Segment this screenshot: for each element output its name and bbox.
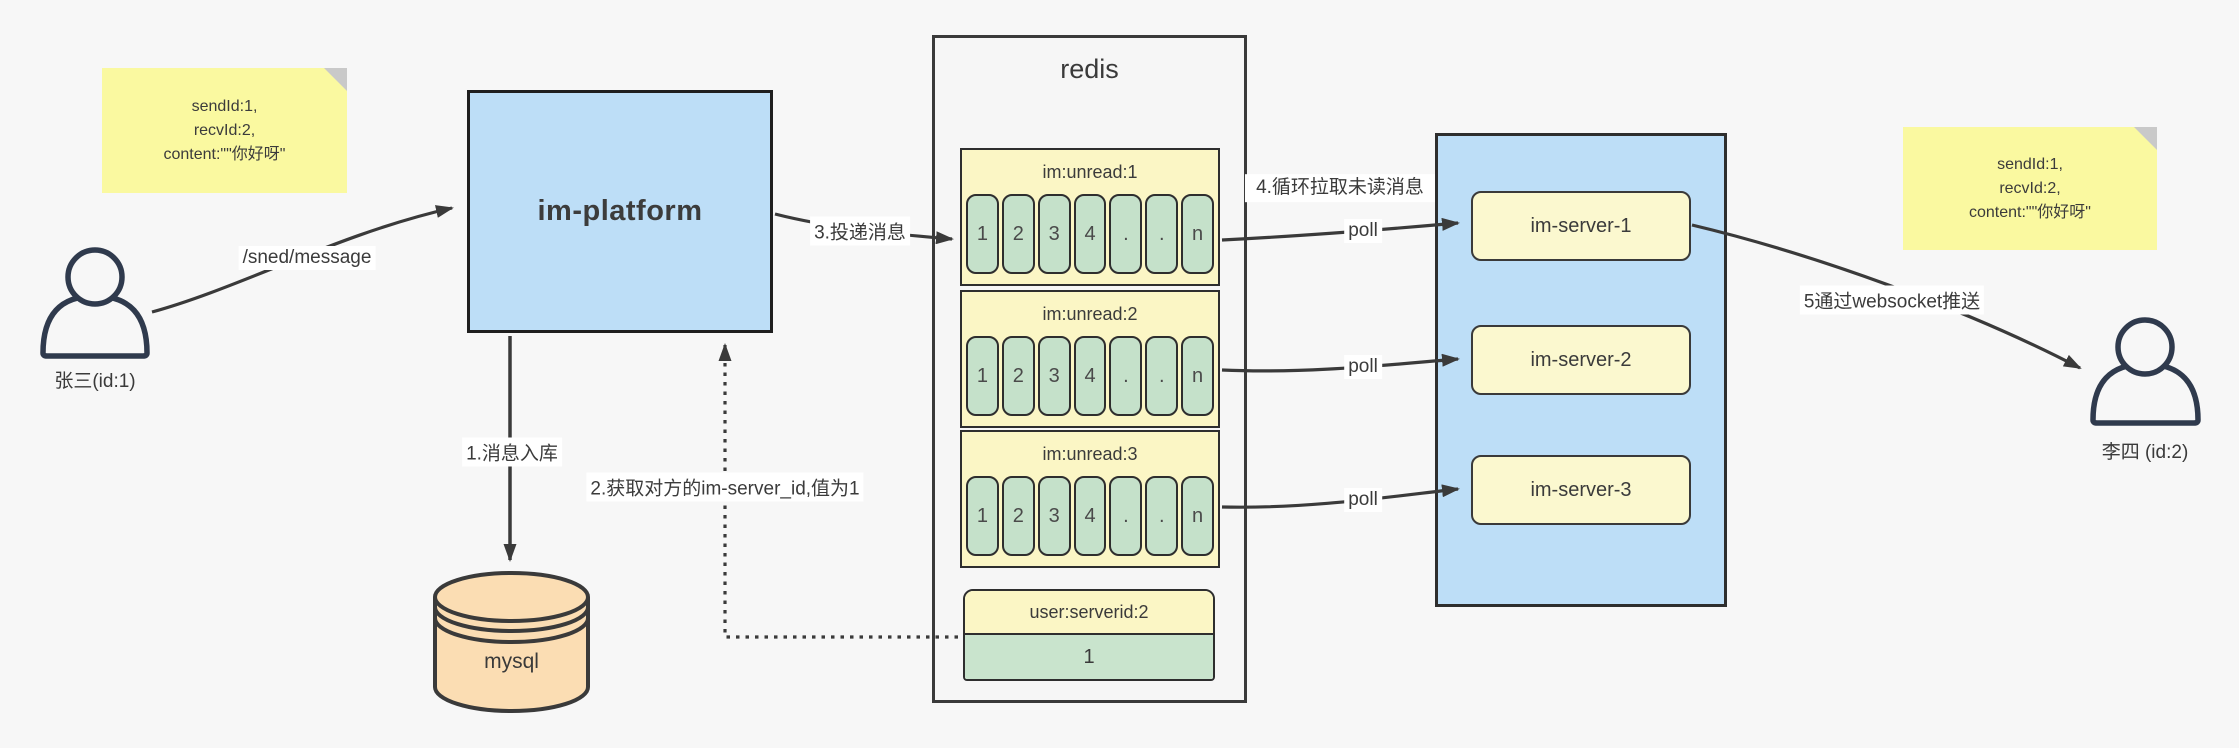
redis-container: redis im:unread:1 1 2 3 4 . . n im:unrea…	[932, 35, 1247, 703]
note-line: recvId:2,	[1999, 179, 2061, 197]
queue-cell: .	[1145, 194, 1179, 274]
queue-cell: .	[1109, 194, 1143, 274]
queue-cell: .	[1145, 336, 1179, 416]
queue-cell: 1	[966, 476, 999, 556]
receiver-message-note: sendId:1, recvId:2, content:""你好呀"	[1903, 127, 2157, 250]
queue-cell: 3	[1037, 476, 1071, 556]
arrow-poll-1	[1221, 217, 1460, 242]
receiver-user-icon	[2090, 317, 2201, 426]
queue-cell: n	[1181, 194, 1215, 274]
queue-cells: 1 2 3 4 . . n	[962, 476, 1218, 556]
queue-cell: 1	[966, 194, 999, 274]
poll-label-3: poll	[1344, 488, 1382, 512]
im-platform-box: im-platform	[467, 90, 773, 333]
im-server-3-box: im-server-3	[1471, 455, 1691, 525]
step2-label: 2.获取对方的im-server_id,值为1	[586, 472, 864, 502]
arrow-poll-3	[1221, 484, 1460, 509]
sender-message-note: sendId:1, recvId:2, content:""你好呀"	[102, 68, 347, 193]
queue-cell: 2	[1001, 336, 1035, 416]
poll-label-1: poll	[1344, 219, 1382, 243]
sender-user-icon	[40, 247, 150, 359]
user-serverid-box: user:serverid:2 1	[963, 589, 1215, 681]
im-platform-title: im-platform	[537, 195, 703, 227]
sender-label: 张三(id:1)	[54, 371, 136, 392]
queue-cell: 3	[1037, 336, 1071, 416]
user-serverid-key: user:serverid:2	[965, 591, 1213, 635]
queue-cells: 1 2 3 4 . . n	[962, 194, 1218, 274]
queue-cell: 1	[966, 336, 999, 416]
step4-label: 4.循环拉取未读消息	[1245, 174, 1435, 202]
queue-cell: 2	[1001, 476, 1035, 556]
queue-cell: n	[1181, 336, 1215, 416]
queue-im-unread-3: im:unread:3 1 2 3 4 . . n	[960, 430, 1220, 568]
im-server-2-box: im-server-2	[1471, 325, 1691, 395]
queue-cell: .	[1145, 476, 1179, 556]
queue-cell: 4	[1073, 194, 1107, 274]
queue-header: im:unread:1	[1042, 161, 1138, 182]
queue-cell: .	[1109, 476, 1143, 556]
send-api-label: /sned/message	[238, 246, 376, 270]
im-server-cluster: im-server-1 im-server-2 im-server-3	[1435, 133, 1727, 607]
receiver-label: 李四 (id:2)	[2101, 442, 2189, 463]
note-fold-corner	[324, 68, 347, 91]
queue-cell: 4	[1073, 476, 1107, 556]
arrow-poll-2	[1221, 353, 1460, 373]
queue-header: im:unread:3	[1042, 443, 1138, 464]
redis-title: redis	[1060, 54, 1119, 84]
queue-cell: 2	[1001, 194, 1035, 274]
note-line: recvId:2,	[193, 121, 256, 139]
queue-im-unread-2: im:unread:2 1 2 3 4 . . n	[960, 290, 1220, 428]
note-line: content:""你好呀"	[163, 145, 286, 163]
note-line: sendId:1,	[191, 97, 258, 115]
note-line: sendId:1,	[1997, 155, 2063, 173]
mysql-label: mysql	[484, 650, 539, 673]
user-serverid-value: 1	[965, 635, 1213, 679]
step3-label: 3.投递消息	[810, 216, 910, 246]
note-line: content:""你好呀"	[1969, 203, 2091, 221]
queue-cell: 4	[1073, 336, 1107, 416]
mysql-cylinder	[433, 571, 590, 713]
step5-label: 5通过websocket推送	[1799, 285, 1985, 315]
queue-cell: .	[1109, 336, 1143, 416]
queue-cells: 1 2 3 4 . . n	[962, 336, 1218, 416]
step1-label: 1.消息入库	[462, 437, 562, 467]
queue-im-unread-1: im:unread:1 1 2 3 4 . . n	[960, 148, 1220, 286]
poll-label-2: poll	[1344, 355, 1382, 379]
queue-cell: 3	[1037, 194, 1071, 274]
im-server-1-box: im-server-1	[1471, 191, 1691, 261]
queue-cell: n	[1181, 476, 1215, 556]
note-fold-corner	[2134, 127, 2157, 150]
queue-header: im:unread:2	[1042, 303, 1138, 324]
